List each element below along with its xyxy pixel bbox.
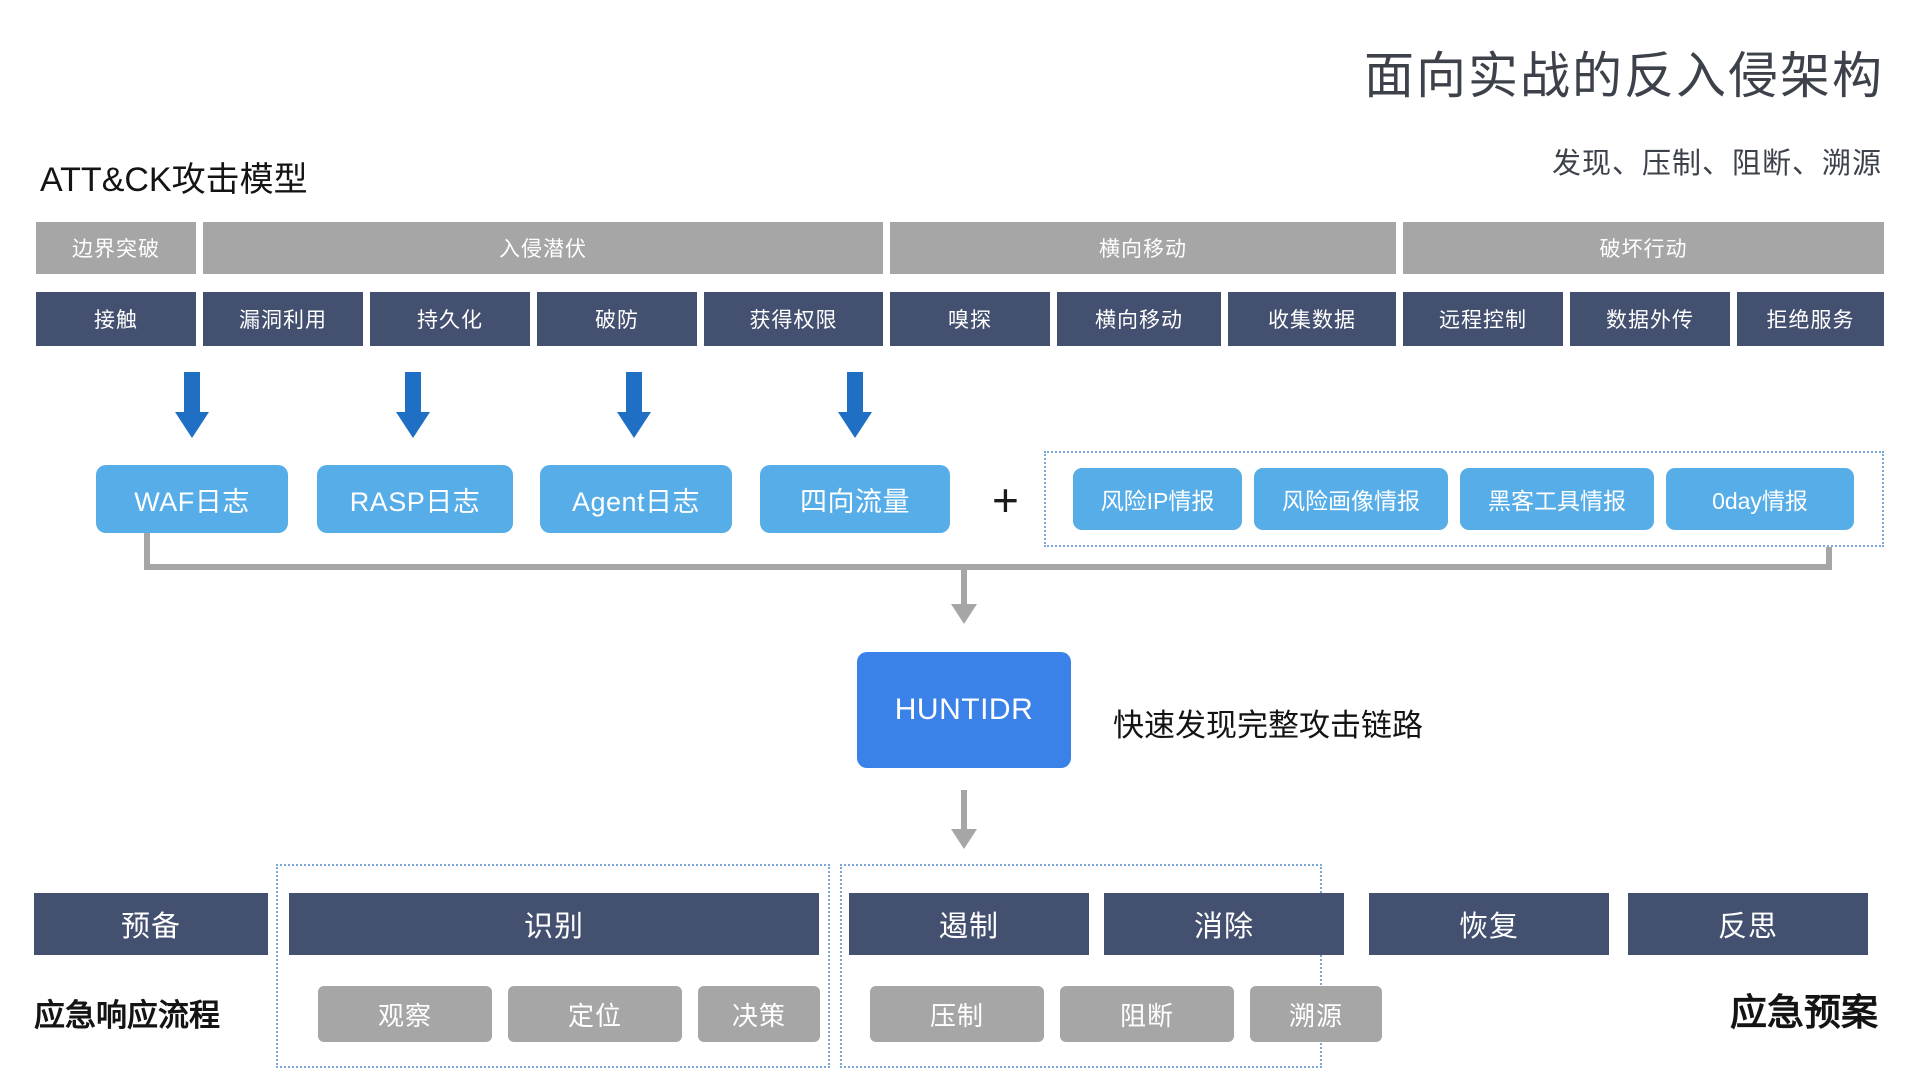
ir-process-label: 应急响应流程 [34,998,220,1033]
ir-stage-contain[interactable]: 遏制 [849,893,1089,955]
ir-substep-orient[interactable]: 定位 [508,986,682,1042]
identify-phase-group [276,864,830,1068]
bus-drop-to-engine [961,564,967,606]
engine-box-huntidr[interactable]: HUNTIDR [857,652,1071,768]
ir-substep-observe[interactable]: 观察 [318,986,492,1042]
phase-band-1: 入侵潜伏 [203,222,883,274]
ir-stage-review[interactable]: 反思 [1628,893,1868,955]
intel-box-0day[interactable]: 0day情报 [1666,468,1854,530]
bus-stub-left [144,533,150,569]
bus-stub-right [1826,547,1832,569]
source-box-rasp-log[interactable]: RASP日志 [317,465,513,533]
phase-band-2: 横向移动 [890,222,1396,274]
ir-substep-suppress[interactable]: 压制 [870,986,1044,1042]
technique-box-lateral[interactable]: 横向移动 [1057,292,1221,346]
technique-box-persistence[interactable]: 持久化 [370,292,530,346]
threat-intel-group [1044,451,1884,547]
attack-technique-row: 接触 漏洞利用 持久化 破防 获得权限 嗅探 横向移动 收集数据 远程控制 数据… [36,292,1884,346]
engine-to-ir-line [961,790,967,832]
technique-box-c2[interactable]: 远程控制 [1403,292,1563,346]
technique-box-exfiltration[interactable]: 数据外传 [1570,292,1730,346]
intel-box-risk-ip[interactable]: 风险IP情报 [1073,468,1242,530]
ir-stage-identify[interactable]: 识别 [289,893,819,955]
technique-box-privilege[interactable]: 获得权限 [704,292,883,346]
ir-plan-label: 应急预案 [1730,992,1878,1033]
ir-stage-recover[interactable]: 恢复 [1369,893,1609,955]
bus-horizontal [144,564,1832,570]
source-box-traffic-log[interactable]: 四向流量 [760,465,950,533]
containment-phase-group [840,864,1322,1068]
ir-stage-eradicate[interactable]: 消除 [1104,893,1344,955]
ir-substep-trace[interactable]: 溯源 [1250,986,1382,1042]
technique-box-contact[interactable]: 接触 [36,292,196,346]
technique-box-collection[interactable]: 收集数据 [1228,292,1396,346]
page-subtitle: 发现、压制、阻断、溯源 [1551,148,1882,180]
ir-stage-prepare[interactable]: 预备 [34,893,268,955]
engine-to-ir-arrow-head [951,829,977,849]
phase-band-3: 破坏行动 [1403,222,1884,274]
technique-box-exploit[interactable]: 漏洞利用 [203,292,363,346]
technique-box-defense-evasion[interactable]: 破防 [537,292,697,346]
intel-box-risk-profile[interactable]: 风险画像情报 [1254,468,1448,530]
ir-substep-block[interactable]: 阻断 [1060,986,1234,1042]
plus-icon: + [992,474,1019,526]
source-box-agent-log[interactable]: Agent日志 [540,465,732,533]
bus-arrow-head-engine [951,604,977,624]
technique-box-discovery[interactable]: 嗅探 [890,292,1050,346]
phase-band-0: 边界突破 [36,222,196,274]
intel-box-hacker-tool[interactable]: 黑客工具情报 [1460,468,1654,530]
attack-phase-band-row: 边界突破 入侵潜伏 横向移动 破坏行动 [36,222,1884,274]
source-box-waf-log[interactable]: WAF日志 [96,465,288,533]
ir-substep-decide[interactable]: 决策 [698,986,820,1042]
engine-caption: 快速发现完整攻击链路 [1113,708,1423,743]
page-title: 面向实战的反入侵架构 [1364,48,1884,104]
section-title: ATT&CK攻击模型 [40,161,308,199]
technique-box-dos[interactable]: 拒绝服务 [1737,292,1884,346]
